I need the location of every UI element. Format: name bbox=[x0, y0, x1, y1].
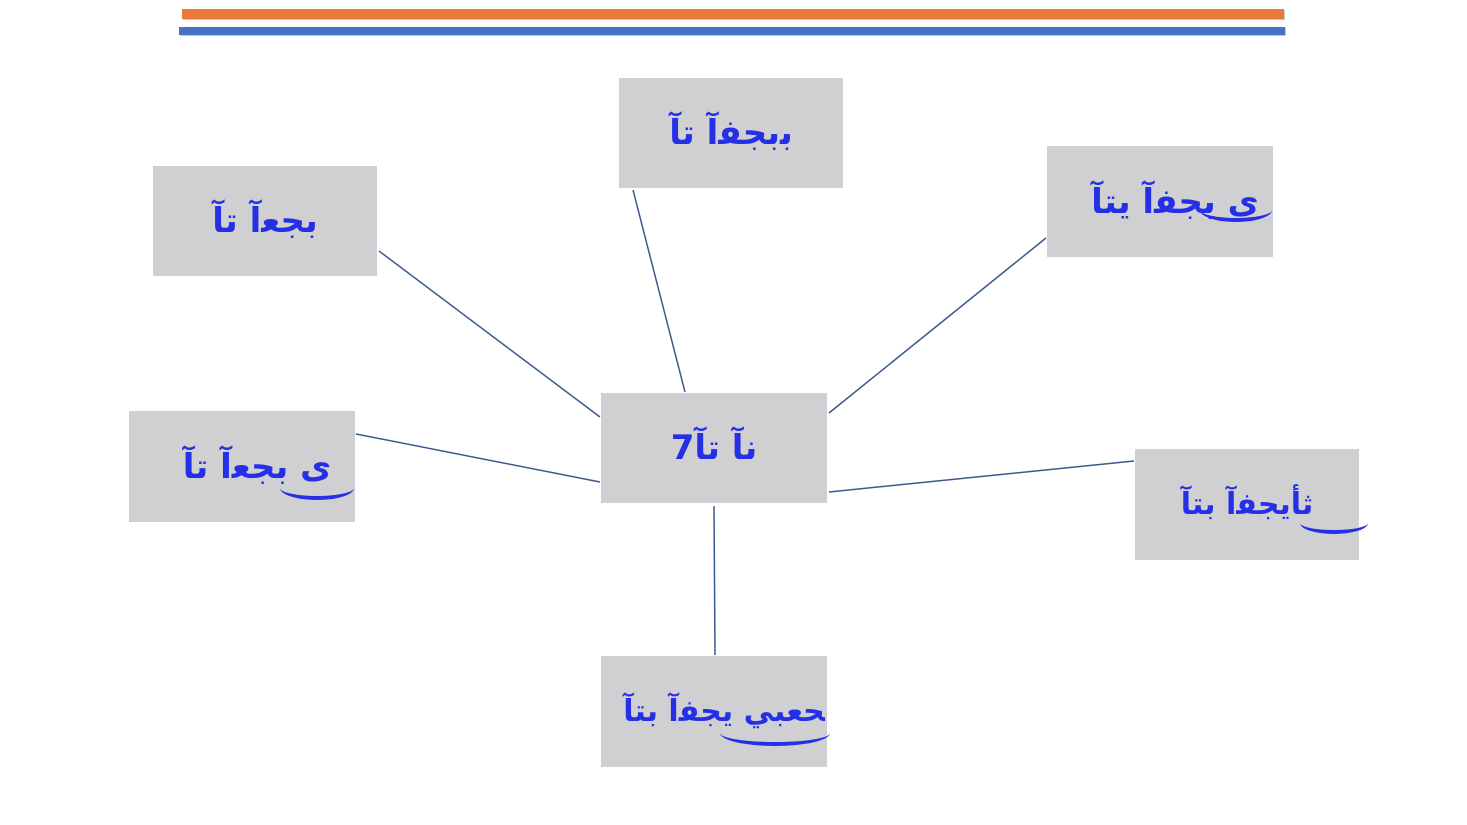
header-bar-blue bbox=[179, 27, 1285, 35]
node-top: ﺑﺑﺠﻔﺁ ﺗﺂ bbox=[619, 78, 843, 188]
glyph-tail-bottom bbox=[720, 720, 830, 746]
connector-right bbox=[828, 460, 1135, 493]
header-bar-orange bbox=[182, 9, 1284, 19]
node-top-left: ﺑﺠﻌﺁ ﺗﺂ bbox=[153, 166, 377, 276]
node-right-label: ﺛﺄﻳﺠﻔﺁ ﺑﺘﺂ bbox=[1180, 487, 1314, 522]
glyph-tail-left bbox=[280, 476, 354, 500]
connector-bottom bbox=[713, 505, 716, 656]
center-node: 7نآ تآ bbox=[601, 393, 827, 503]
node-top-left-label: ﺑﺠﻌﺁ ﺗﺂ bbox=[212, 201, 318, 241]
connector-top-left bbox=[378, 250, 601, 418]
node-left: ى ﺑﺠﻌﺁ ﺗﺂ bbox=[129, 411, 355, 522]
glyph-tail-top-right bbox=[1200, 198, 1272, 222]
node-right: ﺛﺄﻳﺠﻔﺁ ﺑﺘﺂ bbox=[1135, 449, 1359, 560]
glyph-tail-right bbox=[1300, 512, 1368, 534]
connector-top-right bbox=[828, 237, 1047, 414]
connector-left bbox=[355, 433, 601, 483]
connector-top bbox=[632, 189, 686, 393]
node-bottom: ﺤﻌﺒﻲ ﻳﺠﻔﺁ ﺑﺘﺂ bbox=[601, 656, 827, 767]
center-node-label: 7نآ تآ bbox=[670, 428, 758, 468]
node-top-label: ﺑﺑﺠﻔﺁ ﺗﺂ bbox=[669, 113, 793, 153]
